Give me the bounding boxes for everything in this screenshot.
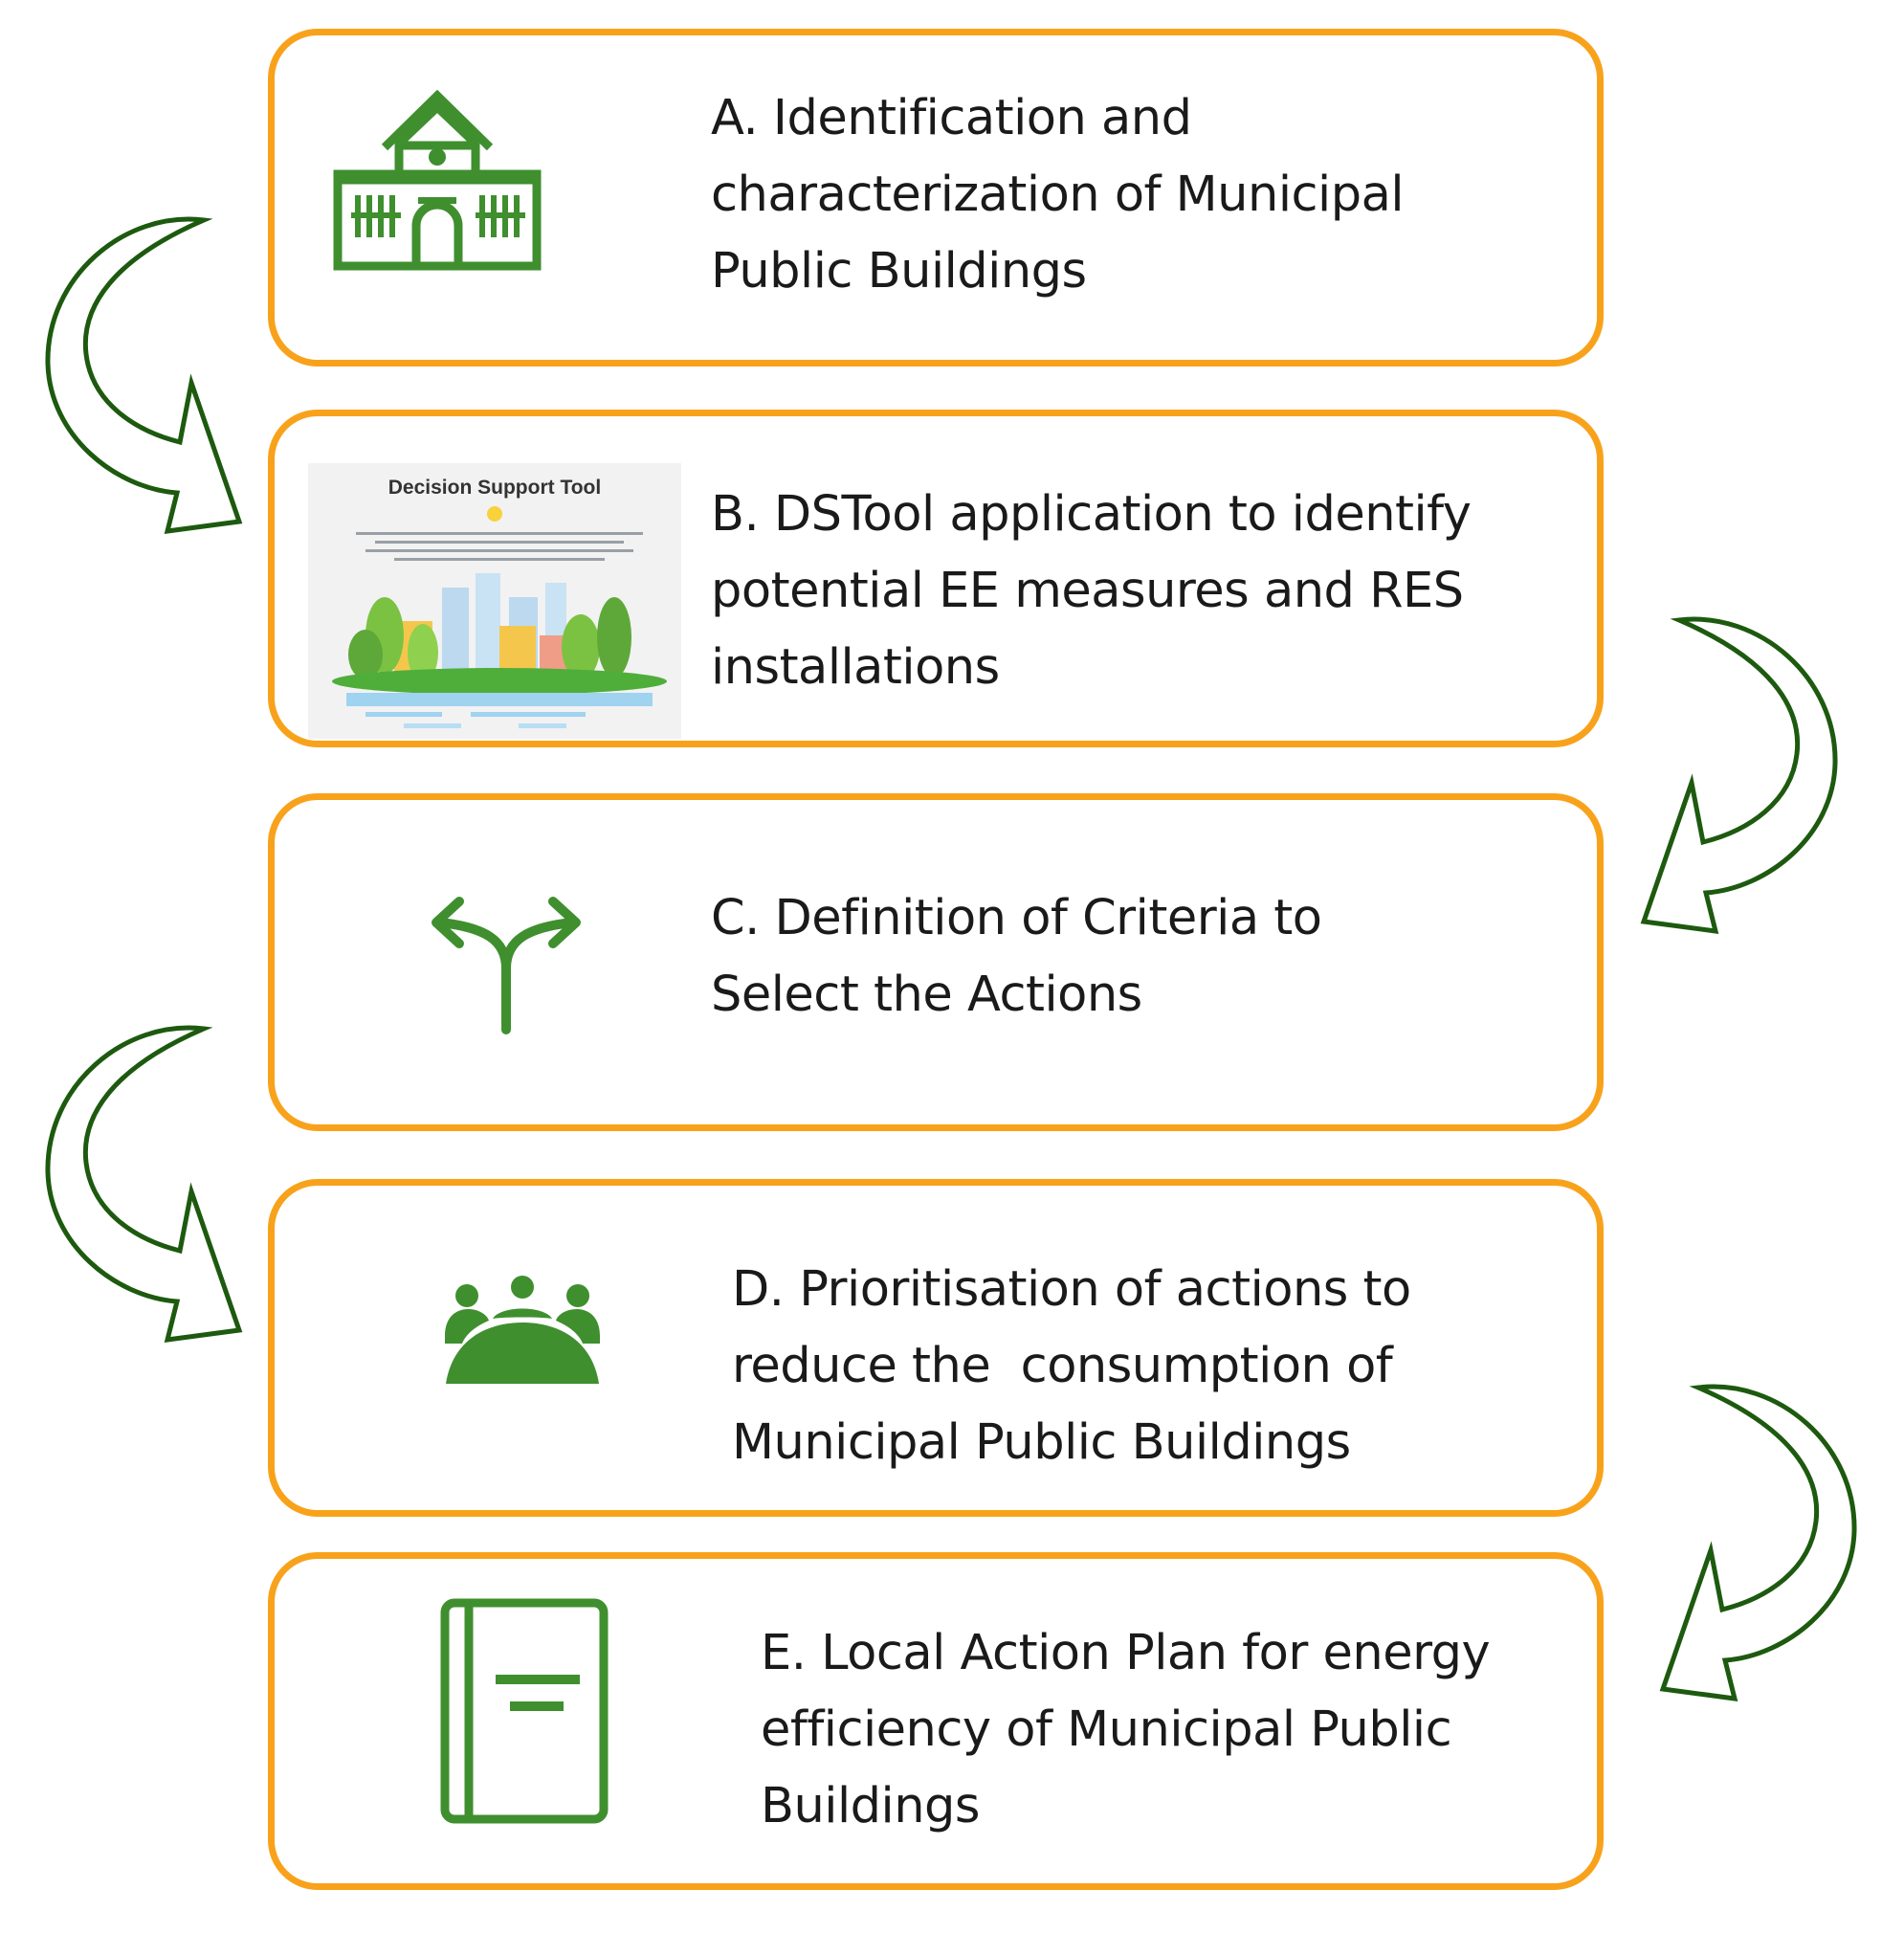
thumbnail-title: Decision Support Tool: [387, 477, 602, 499]
step-b-line-3: installations: [711, 639, 1000, 696]
step-d-line-1: D. Prioritisation of actions to: [732, 1261, 1411, 1318]
step-box-c: [268, 793, 1604, 1131]
notebook-icon: [440, 1598, 609, 1824]
step-b-text: B. DSTool application to identify potent…: [711, 477, 1472, 706]
step-a-text: A. Identification and characterization o…: [711, 80, 1405, 310]
meeting-group-icon: [445, 1276, 600, 1384]
step-c-line-1: C. Definition of Criteria to: [711, 890, 1322, 946]
sun-icon: [487, 506, 502, 522]
step-e-line-3: Buildings: [761, 1778, 980, 1834]
step-e-line-1: E. Local Action Plan for energy: [761, 1625, 1491, 1681]
step-b-line-1: B. DSTool application to identify: [711, 486, 1472, 543]
decision-support-tool-thumbnail: Decision Support Tool: [308, 463, 681, 739]
step-e-text: E. Local Action Plan for energy efficien…: [761, 1615, 1491, 1845]
step-d-text: D. Prioritisation of actions to reduce t…: [732, 1252, 1411, 1481]
thumbnail-paragraph: [356, 532, 643, 578]
step-c-line-2: Select the Actions: [711, 967, 1142, 1023]
step-d-line-3: Municipal Public Buildings: [732, 1414, 1351, 1471]
step-b-line-2: potential EE measures and RES: [711, 563, 1464, 619]
split-arrow-icon: [432, 897, 581, 1034]
school-building-icon: [333, 90, 542, 271]
step-a-line-2: characterization of Municipal: [711, 167, 1405, 223]
step-d-line-2: reduce the consumption of: [732, 1338, 1393, 1394]
step-box-a: [268, 29, 1604, 367]
city-illustration-icon: [332, 573, 667, 728]
step-a-line-3: Public Buildings: [711, 243, 1087, 300]
step-e-line-2: efficiency of Municipal Public: [761, 1701, 1452, 1758]
step-box-e: [268, 1552, 1604, 1890]
step-c-text: C. Definition of Criteria to Select the …: [711, 880, 1322, 1034]
step-a-line-1: A. Identification and: [711, 90, 1192, 146]
